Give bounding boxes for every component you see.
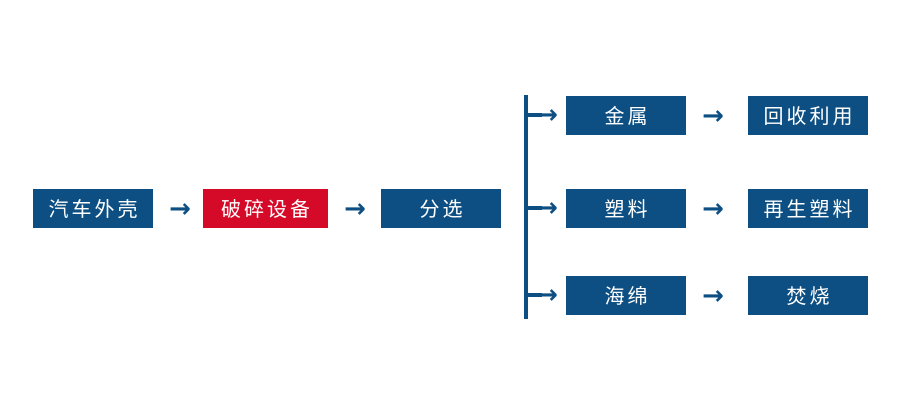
- node-crusher[interactable]: 破碎设备: [203, 189, 328, 228]
- branch-stub-plastic: [528, 206, 542, 210]
- arrow-right-icon-metal-outcome: →: [702, 101, 724, 131]
- node-plastic-material[interactable]: 塑料: [566, 189, 686, 228]
- arrow-right-icon-sponge-outcome: →: [702, 281, 724, 311]
- arrow-right-icon-branch-plastic: →: [536, 193, 558, 223]
- arrow-right-icon-plastic-outcome: →: [702, 194, 724, 224]
- arrow-right-icon-2: →: [344, 194, 366, 224]
- arrow-right-icon-1: →: [169, 194, 191, 224]
- node-sponge-material[interactable]: 海绵: [566, 276, 686, 315]
- branch-stub-metal: [528, 113, 542, 117]
- node-sponge-outcome[interactable]: 焚烧: [748, 276, 868, 315]
- branch-stub-sponge: [528, 293, 542, 297]
- node-sorting[interactable]: 分选: [381, 189, 501, 228]
- arrow-right-icon-branch-sponge: →: [536, 280, 558, 310]
- node-metal-material[interactable]: 金属: [566, 96, 686, 135]
- node-plastic-outcome[interactable]: 再生塑料: [748, 189, 868, 228]
- node-car-shell[interactable]: 汽车外壳: [33, 189, 153, 228]
- split-connector-line: [524, 95, 528, 319]
- node-metal-outcome[interactable]: 回收利用: [748, 96, 868, 135]
- arrow-right-icon-branch-metal: →: [536, 100, 558, 130]
